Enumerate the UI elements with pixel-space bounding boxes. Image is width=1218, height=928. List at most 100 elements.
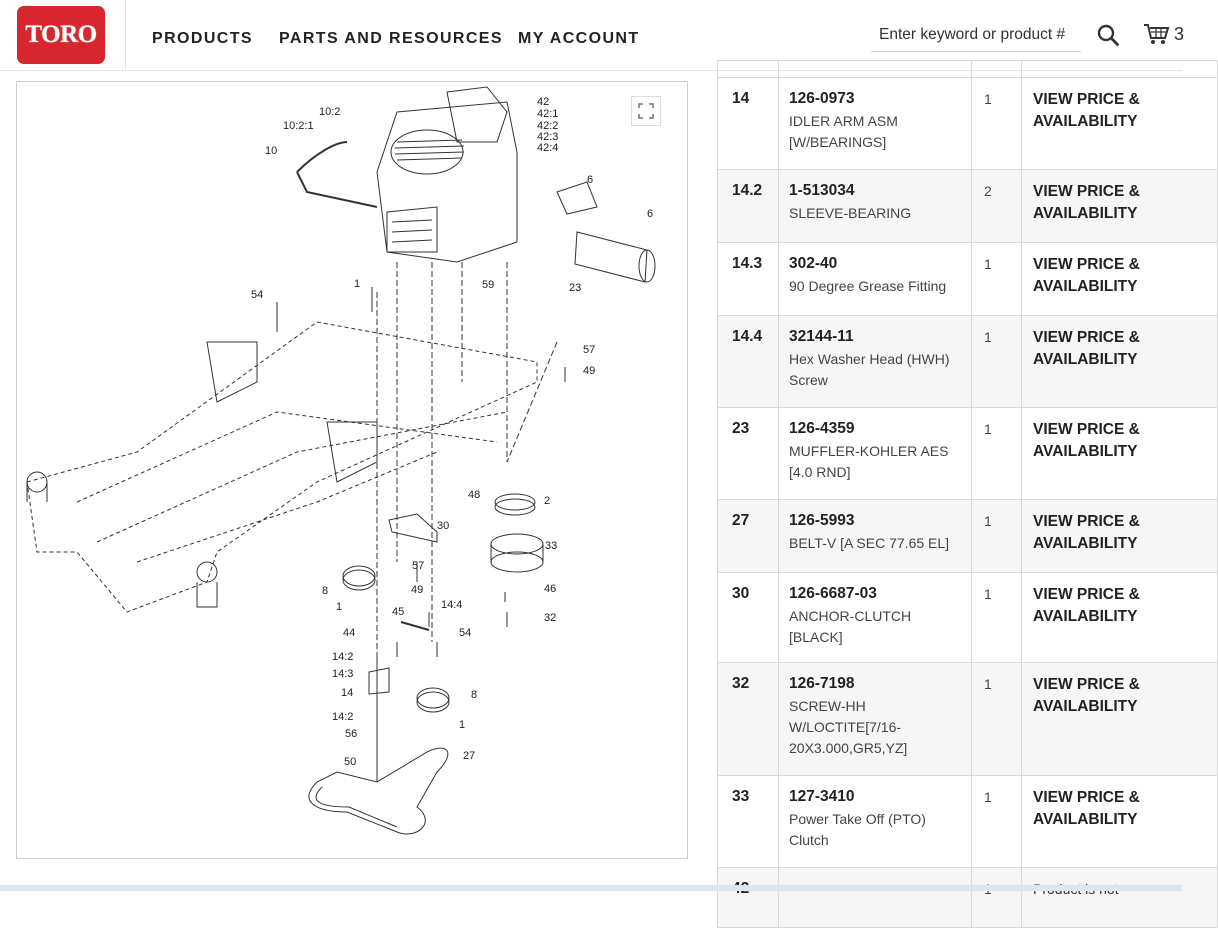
quantity: 1 bbox=[984, 586, 992, 602]
availability-status: Product is not bbox=[1022, 868, 1217, 897]
part-number: 126-6687-03 bbox=[789, 585, 877, 602]
callout-label: 42:4 bbox=[537, 142, 558, 154]
part-description: SLEEVE-BEARING bbox=[789, 205, 912, 221]
quantity: 1 bbox=[984, 789, 992, 805]
callout-label: 42:3 bbox=[537, 131, 558, 143]
toro-logo[interactable]: TORO bbox=[17, 6, 105, 64]
callout-label: 48 bbox=[468, 489, 480, 501]
quantity: 2 bbox=[984, 183, 992, 199]
fullscreen-button[interactable] bbox=[631, 96, 661, 126]
part-number: 127-3410 bbox=[789, 788, 855, 805]
exploded-view-drawing: 10:2 10:2:1 10 42 42:1 42:2 42:3 42:4 6 … bbox=[26, 86, 656, 835]
part-number: 126-5993 bbox=[789, 512, 855, 529]
callout-label: 1 bbox=[336, 601, 342, 613]
callout-label: 50 bbox=[344, 756, 356, 768]
view-price-link[interactable]: VIEW PRICE & AVAILABILITY bbox=[1033, 676, 1140, 715]
site-header: TORO PRODUCTS PARTS AND RESOURCES MY ACC… bbox=[0, 0, 1185, 71]
quantity: 1 bbox=[972, 868, 1021, 897]
part-description: Power Take Off (PTO) Clutch bbox=[789, 811, 926, 848]
callout-label: 14 bbox=[341, 687, 353, 699]
callout-label: 49 bbox=[583, 365, 595, 377]
part-number: 302-40 bbox=[789, 255, 838, 272]
callout-label: 49 bbox=[411, 584, 423, 596]
callout-label: 30 bbox=[437, 520, 449, 532]
callout-label: 46 bbox=[544, 583, 556, 595]
view-price-link[interactable]: VIEW PRICE & AVAILABILITY bbox=[1033, 183, 1140, 222]
cart-icon[interactable] bbox=[1143, 22, 1171, 51]
callout-label: 42 bbox=[537, 96, 549, 108]
ref-number: 14 bbox=[732, 90, 750, 107]
callout-label: 42:1 bbox=[537, 108, 558, 120]
callout-label: 42:2 bbox=[537, 120, 558, 132]
ref-number: 14.3 bbox=[732, 255, 763, 272]
callout-label: 59 bbox=[482, 279, 494, 291]
browser-bottom-edge bbox=[0, 885, 1182, 891]
view-price-link[interactable]: VIEW PRICE & AVAILABILITY bbox=[1033, 586, 1140, 625]
callout-label: 14:2 bbox=[332, 651, 353, 663]
callout-label: 10:2 bbox=[319, 106, 340, 118]
view-price-link[interactable]: VIEW PRICE & AVAILABILITY bbox=[1033, 256, 1140, 295]
callout-label: 10:2:1 bbox=[283, 120, 314, 132]
callout-label: 14:4 bbox=[441, 599, 462, 611]
table-row bbox=[717, 60, 1218, 78]
view-price-link[interactable]: VIEW PRICE & AVAILABILITY bbox=[1033, 91, 1140, 130]
callout-label: 27 bbox=[463, 750, 475, 762]
part-number bbox=[779, 868, 971, 880]
view-price-link[interactable]: VIEW PRICE & AVAILABILITY bbox=[1033, 789, 1140, 828]
callout-label: 14:2 bbox=[332, 711, 353, 723]
part-description: 90 Degree Grease Fitting bbox=[789, 278, 947, 294]
cart-count: 3 bbox=[1174, 24, 1185, 44]
nav-products[interactable]: PRODUCTS bbox=[152, 30, 253, 47]
search-icon[interactable] bbox=[1097, 24, 1119, 51]
view-price-link[interactable]: VIEW PRICE & AVAILABILITY bbox=[1033, 421, 1140, 460]
ref-number: 14.4 bbox=[732, 328, 763, 345]
expand-icon bbox=[638, 103, 654, 119]
quantity: 1 bbox=[984, 421, 992, 437]
ref-number: 23 bbox=[732, 420, 750, 437]
callout-label: 6 bbox=[587, 174, 593, 186]
ref-number: 33 bbox=[732, 788, 750, 805]
callout-label: 33 bbox=[545, 540, 557, 552]
part-description: Hex Washer Head (HWH) Screw bbox=[789, 351, 950, 388]
callout-label: 2 bbox=[544, 495, 550, 507]
callout-label: 14:3 bbox=[332, 668, 353, 680]
callout-label: 32 bbox=[544, 612, 556, 624]
callout-label: 44 bbox=[343, 627, 355, 639]
part-number: 126-4359 bbox=[789, 420, 855, 437]
view-price-link[interactable]: VIEW PRICE & AVAILABILITY bbox=[1033, 329, 1140, 368]
callout-label: 8 bbox=[322, 585, 328, 597]
part-description: MUFFLER-KOHLER AES [4.0 RND] bbox=[789, 443, 949, 480]
quantity: 1 bbox=[984, 256, 992, 272]
quantity: 1 bbox=[984, 329, 992, 345]
part-description: IDLER ARM ASM [W/BEARINGS] bbox=[789, 113, 898, 150]
quantity: 1 bbox=[984, 91, 992, 107]
callout-label: 1 bbox=[354, 278, 360, 290]
quantity: 1 bbox=[984, 676, 992, 692]
search-input[interactable] bbox=[871, 18, 1081, 52]
parts-diagram[interactable]: 10:2 10:2:1 10 42 42:1 42:2 42:3 42:4 6 … bbox=[16, 81, 688, 859]
part-number: 1-513034 bbox=[789, 182, 855, 199]
part-number: 126-7198 bbox=[789, 675, 855, 692]
callout-label: 6 bbox=[647, 208, 653, 220]
ref-number: 42 bbox=[718, 868, 778, 898]
part-description: SCREW-HH W/LOCTITE[7/16-20X3.000,GR5,YZ] bbox=[789, 698, 908, 756]
callout-label: 8 bbox=[471, 689, 477, 701]
callout-label: 45 bbox=[392, 606, 404, 618]
table-row: 42 1 Product is not bbox=[717, 867, 1218, 928]
ref-number: 30 bbox=[732, 585, 750, 602]
ref-number: 32 bbox=[732, 675, 750, 692]
nav-my-account[interactable]: MY ACCOUNT bbox=[518, 30, 640, 47]
nav-parts-and-resources[interactable]: PARTS AND RESOURCES bbox=[279, 30, 503, 47]
callout-label: 54 bbox=[251, 289, 263, 301]
header-divider bbox=[125, 0, 126, 70]
table-row: 14.3 302-40 90 Degree Grease Fitting 1 VI… bbox=[717, 242, 1218, 316]
view-price-link[interactable]: VIEW PRICE & AVAILABILITY bbox=[1033, 513, 1140, 552]
